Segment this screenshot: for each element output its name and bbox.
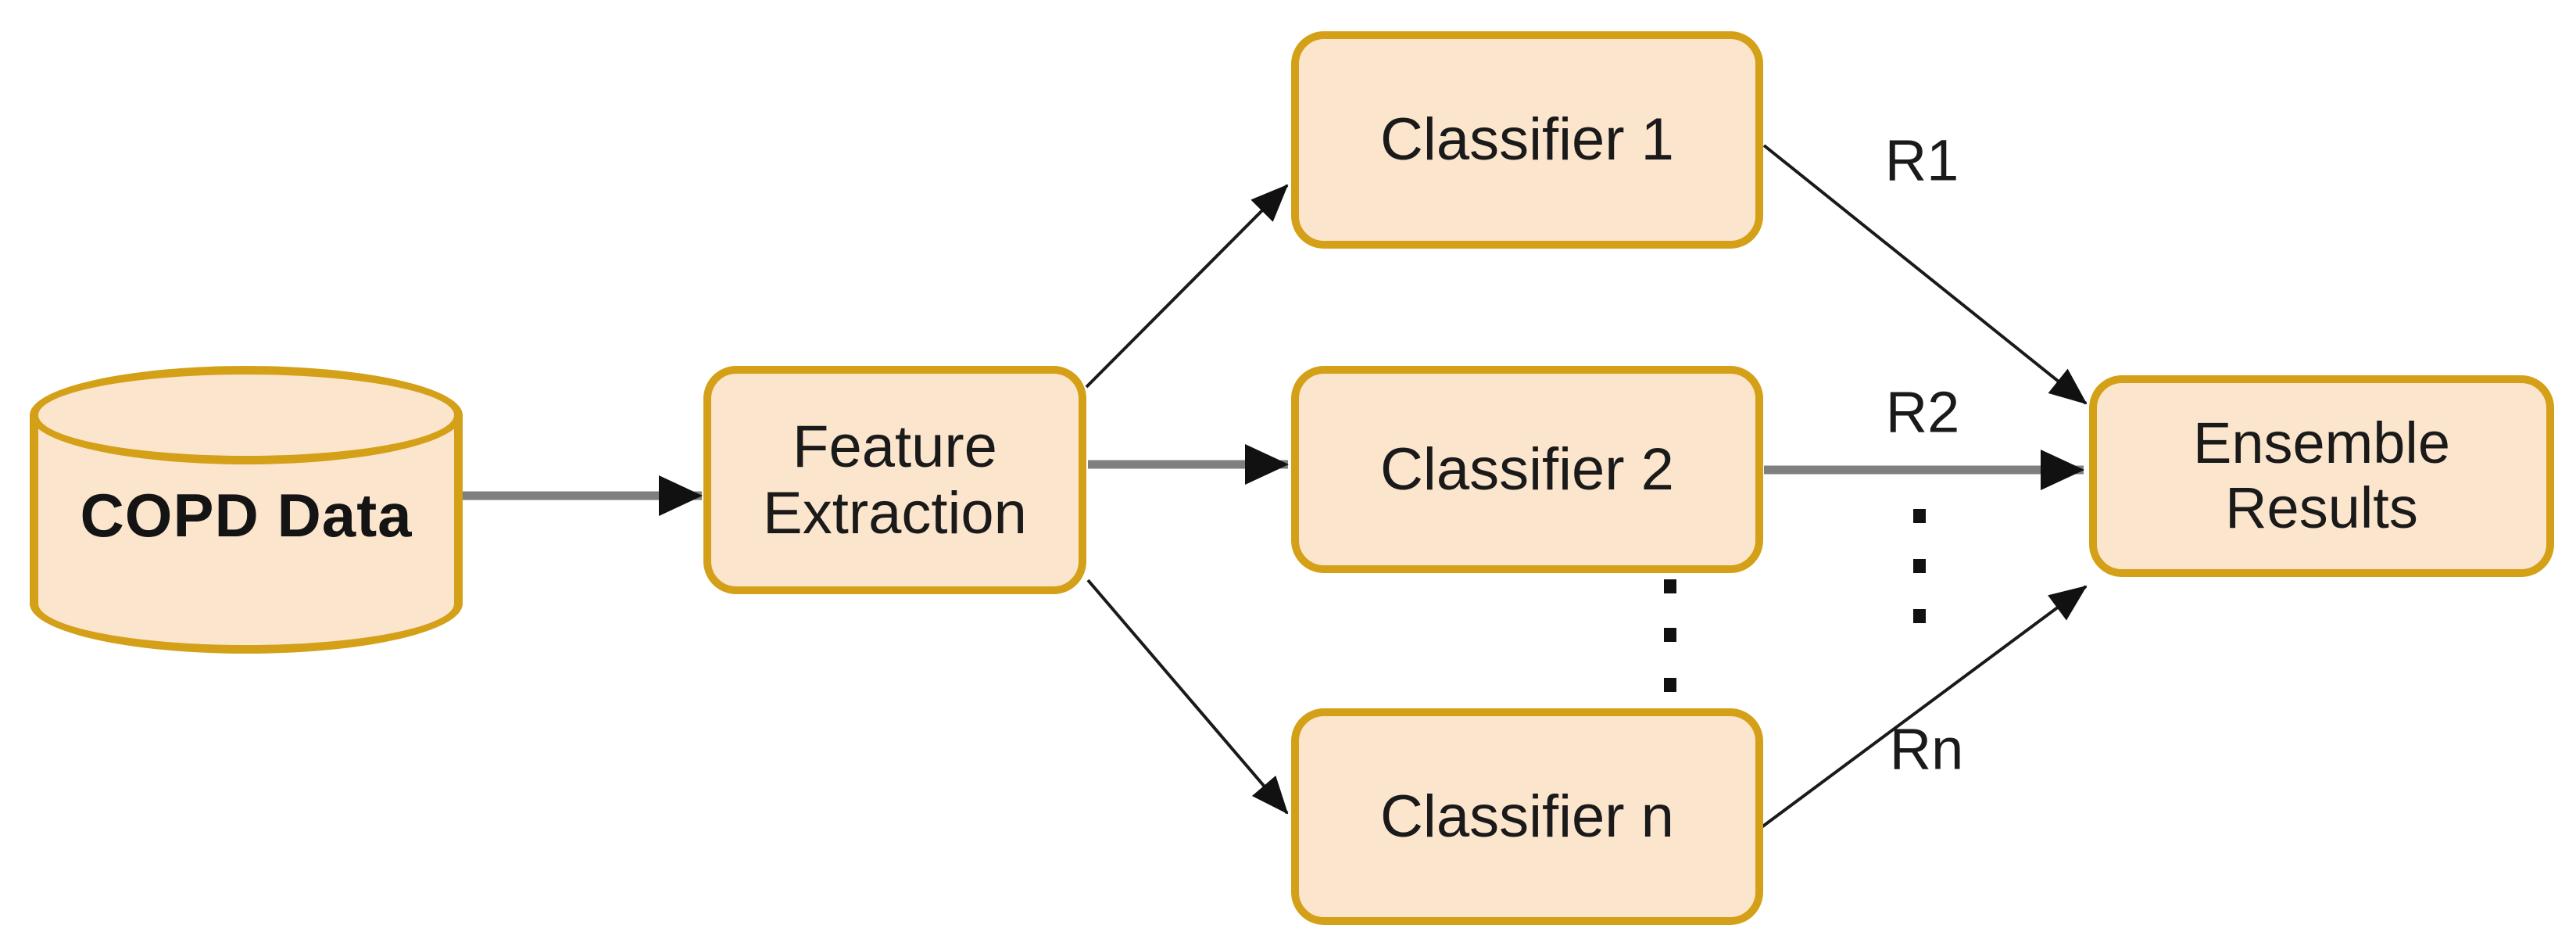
ellipsis-dot bbox=[1664, 579, 1676, 593]
edge-label-r2: R2 bbox=[1885, 379, 1960, 445]
ellipsis-dot bbox=[1913, 509, 1926, 523]
arrow-rn-classifier-n-to-ensemble bbox=[1760, 585, 2088, 829]
feature-extraction-label: Feature Extraction bbox=[763, 413, 1027, 547]
classifier-2-node: Classifier 2 bbox=[1291, 366, 1763, 573]
ellipsis-dot bbox=[1664, 678, 1676, 692]
arrow-feature-to-classifier-n bbox=[1086, 579, 1289, 815]
vertical-ellipsis-results bbox=[1913, 509, 1926, 623]
ellipsis-dot bbox=[1913, 559, 1926, 573]
feature-extraction-node: Feature Extraction bbox=[703, 366, 1086, 594]
edge-label-r1: R1 bbox=[1884, 127, 1959, 193]
cylinder-top-ellipse bbox=[30, 366, 463, 464]
copd-data-node: COPD Data bbox=[30, 366, 463, 654]
ensemble-results-label: Ensemble Results bbox=[2192, 410, 2451, 540]
copd-data-label: COPD Data bbox=[80, 480, 413, 550]
edge-label-rn: Rn bbox=[1889, 716, 1964, 782]
classifier-n-node: Classifier n bbox=[1291, 708, 1763, 925]
vertical-ellipsis-classifiers bbox=[1664, 579, 1676, 692]
classifier-1-node: Classifier 1 bbox=[1291, 31, 1763, 249]
ensemble-results-node: Ensemble Results bbox=[2089, 375, 2554, 577]
ellipsis-dot bbox=[1913, 609, 1926, 623]
classifier-2-label: Classifier 2 bbox=[1380, 435, 1674, 503]
classifier-1-label: Classifier 1 bbox=[1380, 106, 1674, 174]
arrow-feature-to-classifier-1 bbox=[1085, 184, 1289, 389]
classifier-n-label: Classifier n bbox=[1380, 783, 1674, 850]
ellipsis-dot bbox=[1664, 628, 1676, 642]
